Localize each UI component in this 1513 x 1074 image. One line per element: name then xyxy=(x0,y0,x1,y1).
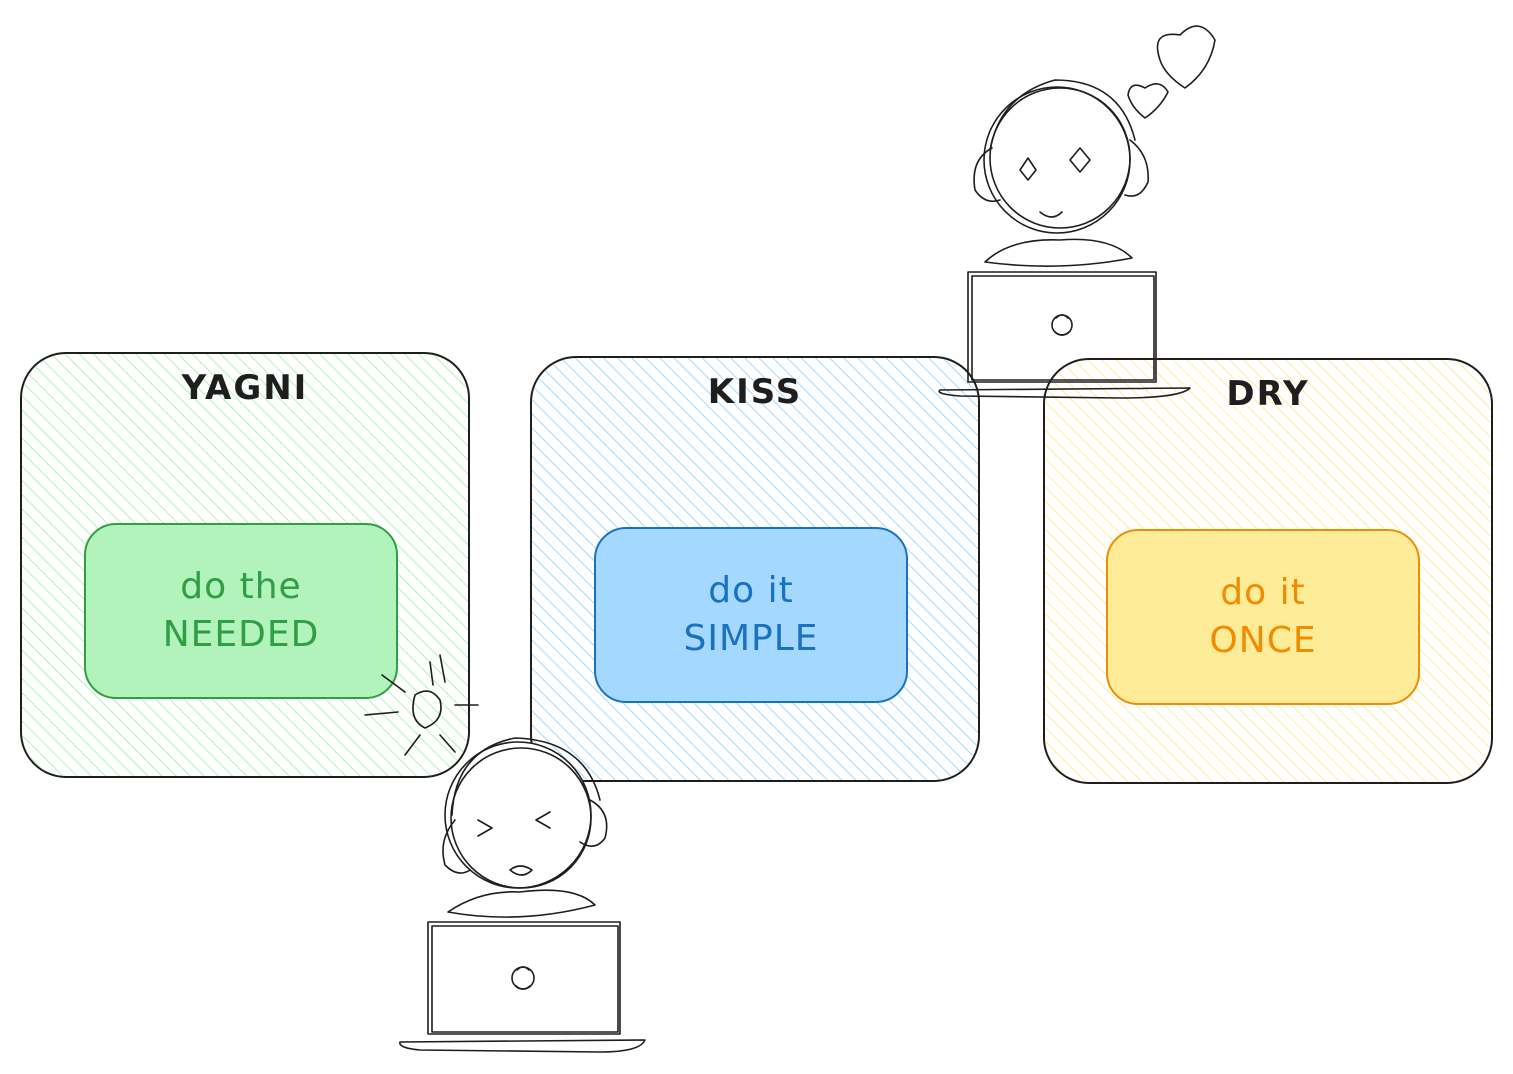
frustrated-developer-icon xyxy=(399,737,646,1053)
happy-developer-icon xyxy=(938,79,1191,399)
panel-title: DRY xyxy=(1226,374,1310,414)
heart-icon xyxy=(1127,25,1216,119)
laptop-icon xyxy=(1051,314,1073,336)
card-line-2: NEEDED xyxy=(162,614,320,655)
panel-title: KISS xyxy=(707,372,803,412)
card-line-2: SIMPLE xyxy=(683,618,819,659)
card-dry: do it ONCE xyxy=(1106,529,1420,705)
card-line-1: do it xyxy=(1220,572,1306,613)
panel-title: YAGNI xyxy=(181,368,309,408)
card-kiss: do it SIMPLE xyxy=(594,527,908,703)
laptop-icon xyxy=(511,966,535,990)
card-yagni: do the NEEDED xyxy=(84,523,398,699)
card-line-2: ONCE xyxy=(1209,620,1317,661)
card-line-1: do it xyxy=(708,570,794,611)
card-line-1: do the xyxy=(180,566,302,607)
